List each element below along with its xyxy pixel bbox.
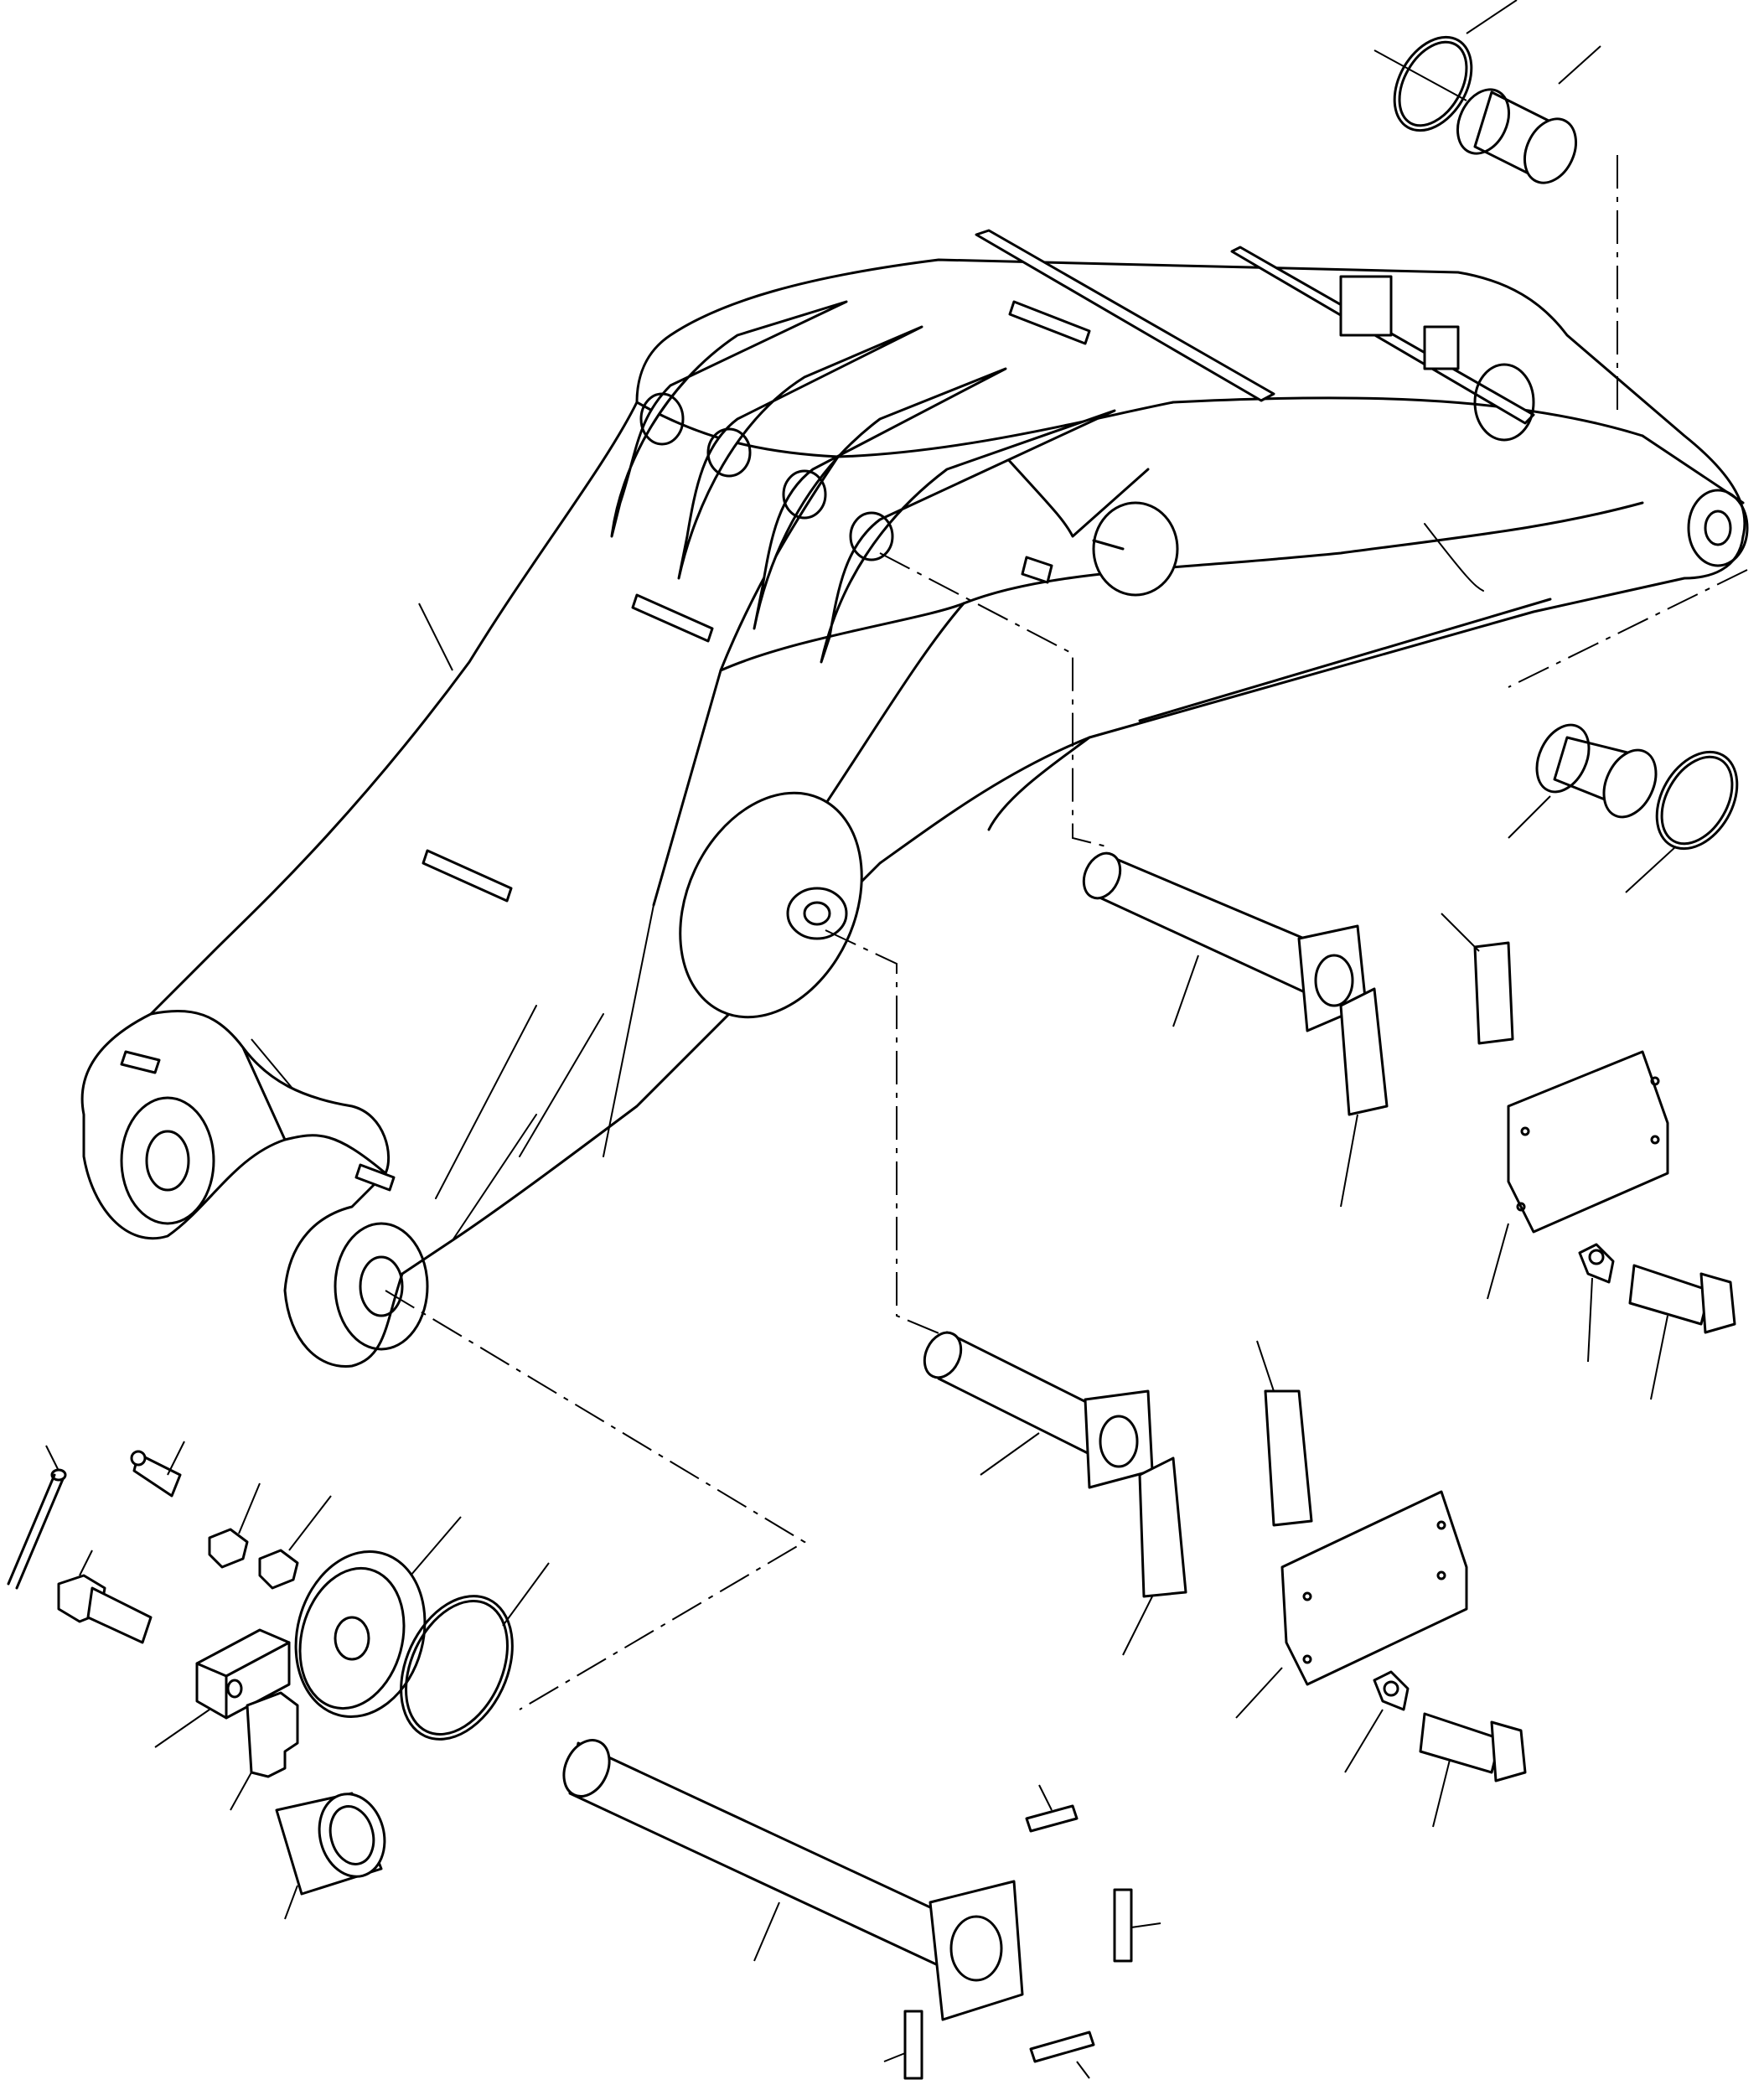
boom-arm-icon (80, 229, 1749, 1368)
boom-leader-lines (251, 603, 453, 1090)
o-ring-right-icon (1625, 750, 1739, 893)
hub-icon (294, 1516, 462, 1719)
block-icon (154, 1628, 291, 1748)
cotter-pin-icon (7, 1445, 67, 1590)
boom-lugs (610, 300, 1116, 664)
grease-nipple-icon (130, 1441, 185, 1498)
lock-washer-icon (1344, 1243, 1615, 1773)
bushing-right-icon (1508, 723, 1658, 839)
stopper-icon (230, 1691, 299, 1811)
center-lines (385, 155, 1748, 1710)
bushing-icon (1456, 45, 1601, 184)
shim-icons (883, 913, 1514, 2080)
o-ring-hub-icon (400, 1562, 550, 1741)
bolt-left-icon (57, 1550, 153, 1644)
o-ring-icon (1373, 0, 1518, 132)
collar-icon (275, 1792, 386, 1920)
pin-upper-icon (1082, 851, 1368, 1032)
bolt-icon (1419, 1264, 1736, 1828)
pin-middle-icon (923, 1331, 1154, 1489)
nut-icons (208, 1482, 332, 1590)
pin-lower-icon (562, 1739, 1024, 2021)
cover-plate-icon (1235, 1050, 1669, 1719)
